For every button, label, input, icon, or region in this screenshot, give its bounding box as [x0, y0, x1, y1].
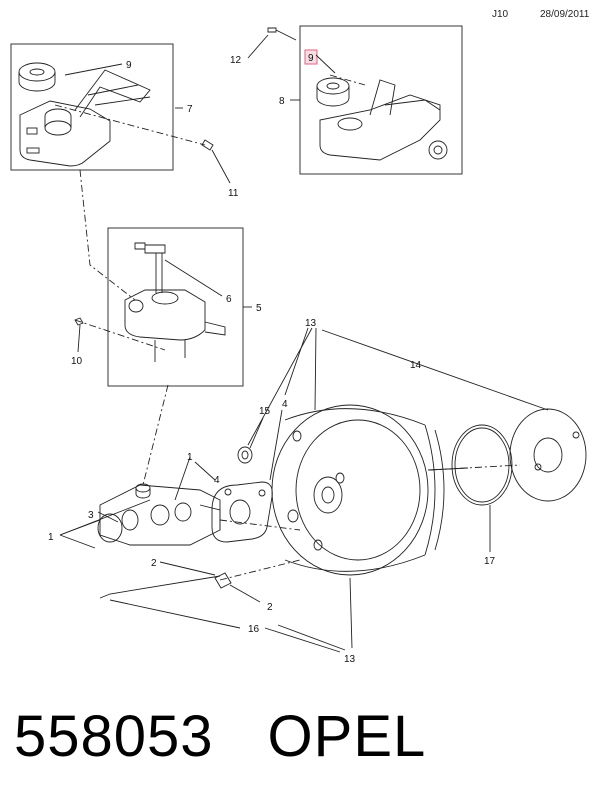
washer-icon — [237, 446, 253, 464]
callout-13-top: 13 — [305, 318, 317, 329]
reservoir-main-icon — [124, 242, 226, 362]
callout-16: 16 — [248, 624, 260, 635]
callout-2: 2 — [151, 558, 157, 569]
callout-11: 11 — [228, 188, 239, 199]
assembly-linkage-lines — [54, 74, 521, 581]
callout-5: 5 — [256, 303, 262, 314]
part-footer: 558053 OPEL — [14, 702, 426, 772]
inset-box-reservoir-variant-b — [299, 25, 463, 175]
bolt-icons — [74, 27, 297, 599]
reservoir-variant-a-icon — [18, 62, 151, 167]
callout-17: 17 — [484, 556, 496, 567]
o-ring-icon — [451, 424, 513, 506]
diagram-code: J10 — [492, 9, 509, 20]
brand-name: OPEL — [267, 704, 427, 769]
highlight-marker — [304, 49, 318, 65]
callout-4-top: 4 — [282, 399, 288, 410]
callout-2-bottom: 2 — [267, 602, 273, 613]
callout-3: 3 — [88, 510, 94, 521]
callout-14: 14 — [410, 360, 422, 371]
diagram-date: 28/09/2011 — [540, 9, 590, 20]
callout-7: 7 — [187, 104, 193, 115]
callout-8: 8 — [279, 96, 285, 107]
callout-9-highlighted: 9 — [308, 53, 314, 64]
callout-15: 15 — [259, 406, 271, 417]
gasket-icon — [211, 481, 273, 543]
master-cylinder-icon — [97, 483, 221, 546]
callout-1-top: 1 — [187, 452, 193, 463]
callout-leader-lines — [59, 34, 549, 653]
callout-6: 6 — [226, 294, 232, 305]
brake-booster-exploded-diagram: 9 7 11 12 8 9 6 5 10 13 14 15 4 1 4 3 1 … — [10, 25, 587, 665]
callout-9: 9 — [126, 60, 132, 71]
inset-box-reservoir-variant-a — [10, 43, 174, 171]
callout-12: 12 — [230, 55, 242, 66]
callout-4: 4 — [214, 475, 220, 486]
seal-plate-icon — [509, 408, 587, 502]
reservoir-variant-b-icon — [316, 77, 448, 161]
callout-1: 1 — [48, 532, 54, 543]
inset-box-reservoir-main — [107, 227, 244, 387]
brake-booster-icon — [271, 404, 469, 576]
callout-10: 10 — [71, 356, 83, 367]
callout-13-bottom: 13 — [344, 654, 356, 665]
part-number: 558053 — [14, 704, 214, 769]
